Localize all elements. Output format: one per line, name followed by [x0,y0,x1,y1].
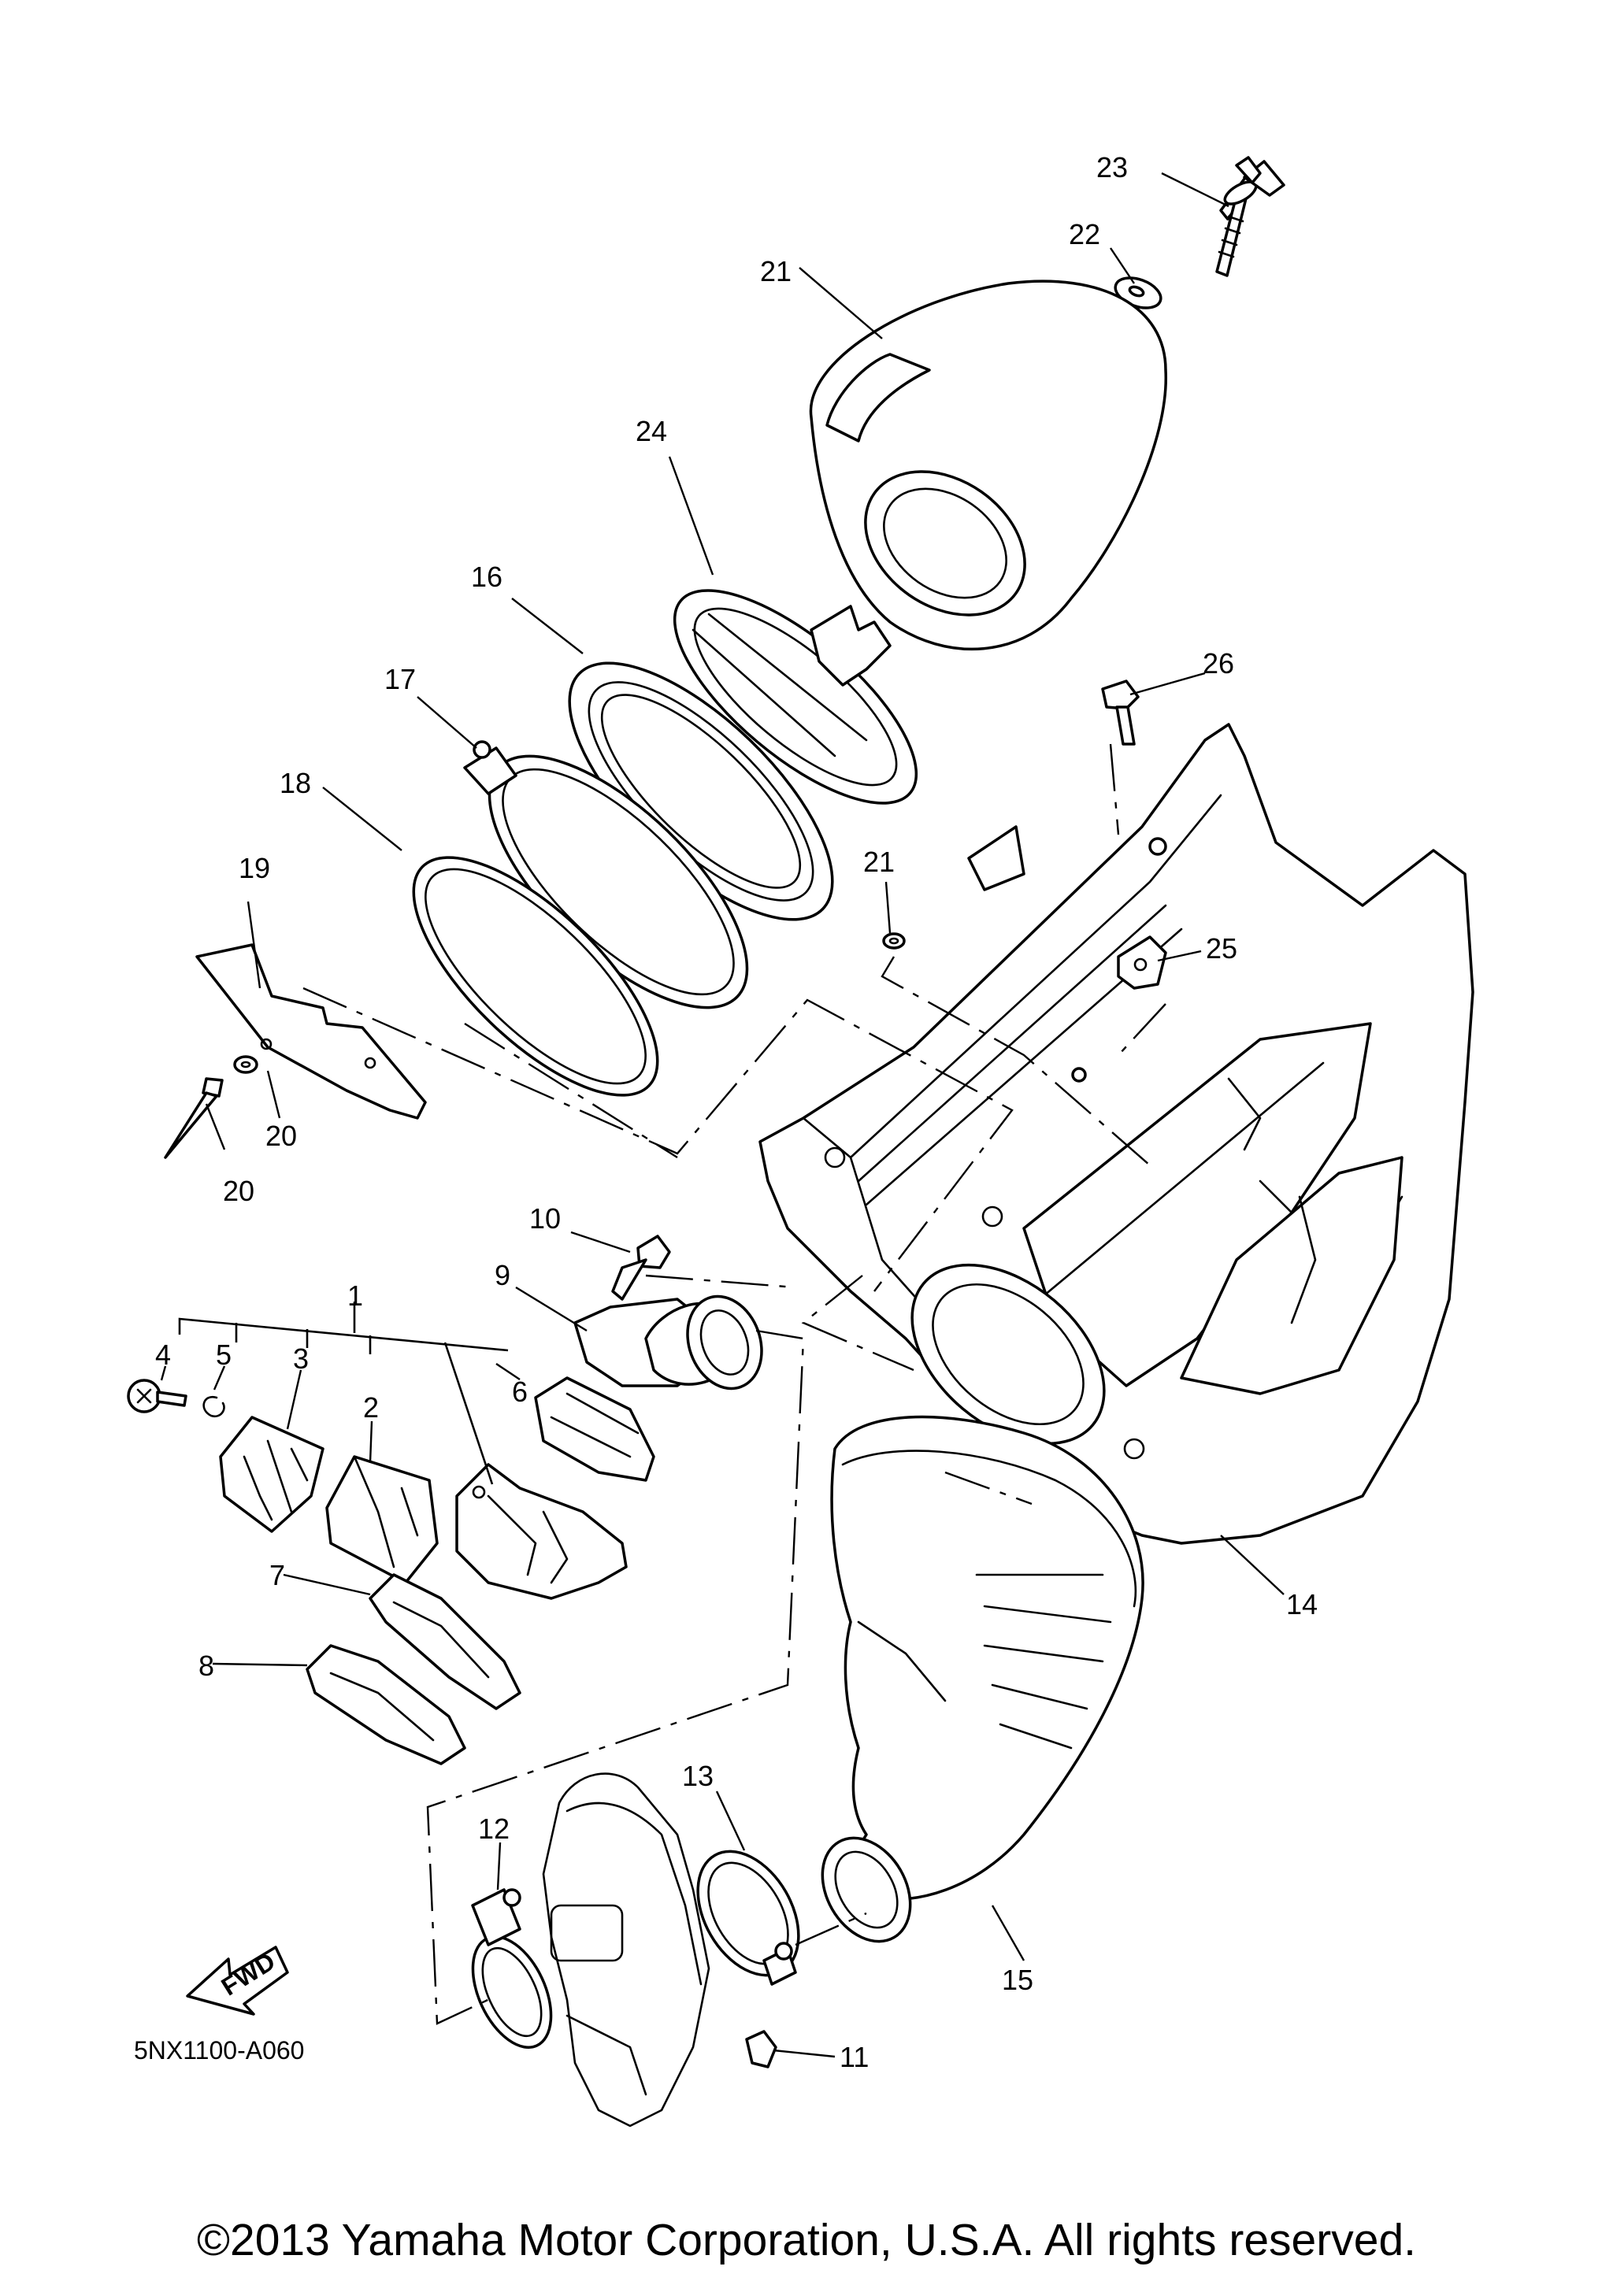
callout-19: 19 [239,852,270,884]
part-2-reed [325,1455,439,1584]
part-4-screw [127,1379,187,1413]
callout-2: 2 [363,1391,379,1424]
alignment-lines [302,743,1166,2025]
callout-21-right: 21 [863,846,895,878]
callout-22: 21 [760,255,792,287]
part-1-reed-block [455,1463,628,1600]
part-6-reed-housing [534,1376,655,1482]
callout-25: 24 [636,415,667,447]
callout-5: 5 [216,1339,232,1371]
carburetor-outline [542,1772,710,2128]
part-21-washer-left [233,1055,258,1074]
part-3-stopper [219,1416,324,1533]
callout-18: 18 [280,767,311,799]
callout-10: 10 [529,1202,561,1235]
part-9-gasket [573,1294,763,1391]
callout-20: 20 [223,1175,254,1207]
part-8-gasket [306,1644,466,1765]
copyright-notice: ©2013 Yamaha Motor Corporation, U.S.A. A… [197,2215,1416,2265]
assembly-1-bracket [178,1302,509,1485]
callout-6: 6 [512,1376,528,1408]
callout-9: 9 [495,1259,510,1291]
fwd-arrow-icon: FWD [186,1946,289,2016]
callout-23: 22 [1069,218,1100,250]
part-19-plate [195,943,427,1120]
callout-labels: 23 22 21 24 26 16 17 18 19 21 25 20 20 1… [155,151,1318,2073]
part-25-filter-guide [673,589,918,805]
part-18-ring [412,856,659,1097]
callout-17: 17 [384,663,416,695]
callout-1: 1 [347,1279,363,1312]
part-24-wing-bolt [1215,156,1285,277]
callout-26: 25 [1206,932,1237,965]
part-12-clamp [471,1888,553,2050]
callout-16: 16 [471,561,502,593]
callout-4: 4 [155,1339,171,1371]
callout-12: 12 [478,1813,510,1845]
callout-13: 13 [682,1760,714,1792]
leader-lines [160,172,1285,2058]
part-11-clip [745,2030,777,2068]
part-10-bolt [611,1235,671,1301]
callout-15: 15 [1002,1964,1033,1996]
callout-24: 23 [1096,151,1128,183]
callout-27: 26 [1203,647,1234,680]
part-20-pin [164,1077,224,1159]
part-14-air-box [758,723,1474,1545]
callout-21-left: 20 [265,1120,297,1152]
part-15-air-duct [821,1415,1144,1943]
part-7-gasket [369,1573,521,1710]
callout-14: 14 [1286,1588,1318,1620]
part-21-washer-right [882,932,906,950]
callout-8: 8 [198,1650,214,1682]
part-22-air-filter [809,280,1167,650]
callout-3: 3 [293,1342,309,1375]
part-5-circlip [202,1395,225,1418]
callout-11: 11 [840,2041,869,2073]
callout-7: 7 [269,1559,285,1591]
part-27-bolt [1101,680,1140,746]
part-13-clamp [696,1850,800,1986]
part-26-clip-nut [1117,935,1167,990]
drawing-code: 5NX1100-A060 [134,2036,304,2065]
